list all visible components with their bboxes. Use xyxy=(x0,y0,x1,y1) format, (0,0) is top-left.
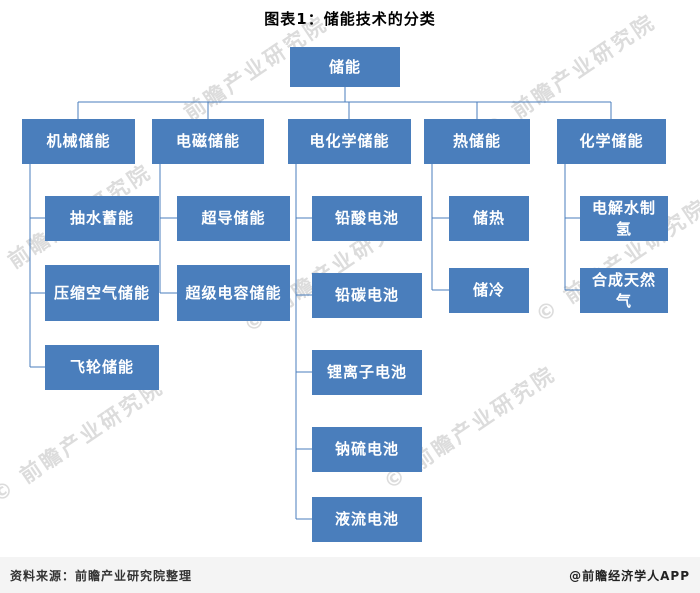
node-root: 储能 xyxy=(290,47,400,87)
node-branch-mechanical: 机械储能 xyxy=(22,119,135,164)
node-flywheel: 飞轮储能 xyxy=(45,345,159,390)
node-cold-storage: 储冷 xyxy=(449,268,529,313)
node-supercapacitor: 超级电容储能 xyxy=(177,265,290,321)
node-electrolysis-hydrogen: 电解水制氢 xyxy=(580,196,668,241)
node-sodium-sulfur-battery: 钠硫电池 xyxy=(312,427,422,472)
node-lithium-ion-battery: 锂离子电池 xyxy=(312,350,422,395)
node-superconducting: 超导储能 xyxy=(177,196,290,241)
node-synthetic-gas: 合成天然气 xyxy=(580,268,668,313)
credit-note: @前瞻经济学人APP xyxy=(569,568,690,583)
source-note: 资料来源：前瞻产业研究院整理 xyxy=(10,568,193,583)
node-pumped-hydro: 抽水蓄能 xyxy=(45,196,159,241)
node-branch-electrochemical: 电化学储能 xyxy=(288,119,411,164)
node-lead-acid-battery: 铅酸电池 xyxy=(312,196,422,241)
node-branch-chemical: 化学储能 xyxy=(557,119,666,164)
node-branch-electromagnetic: 电磁储能 xyxy=(152,119,264,164)
chart-title: 图表1：储能技术的分类 xyxy=(264,10,436,28)
node-flow-battery: 液流电池 xyxy=(312,497,422,542)
node-heat-storage: 储热 xyxy=(449,196,529,241)
footer-bar: 资料来源：前瞻产业研究院整理 @前瞻经济学人APP xyxy=(0,557,700,593)
node-branch-thermal: 热储能 xyxy=(424,119,530,164)
node-lead-carbon-battery: 铅碳电池 xyxy=(312,273,422,318)
node-compressed-air: 压缩空气储能 xyxy=(45,265,159,321)
